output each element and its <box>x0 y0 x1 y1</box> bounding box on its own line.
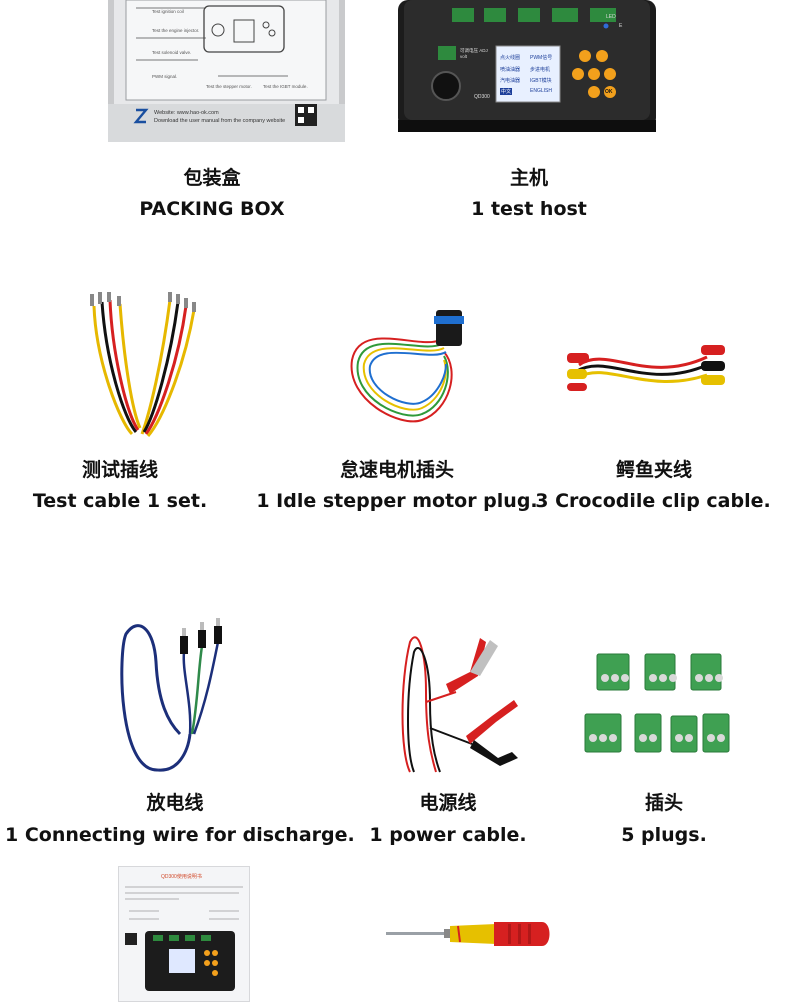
manual-title: QD300使用说明书 <box>161 874 202 880</box>
host-screen-r3c1: 汽电油器 <box>500 78 521 84</box>
caption-en-power-cable: 1 power cable. <box>369 824 527 846</box>
packing-box-image: Test ignition coil Test the engine injec… <box>108 0 345 142</box>
host-knob-label: 可调电压 ADJ volt <box>460 48 488 59</box>
host-screen-r1c2: PWM信号 <box>530 55 553 61</box>
box-line-3: Test solenoid valve. <box>152 50 192 55</box>
host-screen-r4c2: ENGLISH <box>530 88 552 94</box>
idle-stepper-plug-image <box>340 300 480 440</box>
test-cable-image <box>80 292 205 442</box>
caption-zh-idle-stepper-plug: 怠速电机插头 <box>339 459 454 481</box>
host-model-label: QD300 <box>474 94 490 100</box>
crocodile-clip-cable-image <box>567 335 727 405</box>
caption-zh-crocodile-clip: 鳄鱼夹线 <box>615 459 692 481</box>
caption-en-test-host: 1 test host <box>471 198 587 220</box>
caption-en-discharge-wire: 1 Connecting wire for discharge. <box>5 824 355 846</box>
discharge-wire-image <box>118 618 238 778</box>
caption-zh-plugs: 插头 <box>644 792 683 814</box>
power-cable-image <box>400 632 520 778</box>
user-manual-image: QD300使用说明书 <box>118 866 250 1002</box>
box-line-6: Test the IGBT module. <box>263 84 308 89</box>
host-ok-label: OK <box>605 89 613 95</box>
box-website: Website: www.hao-ok.com <box>154 110 219 116</box>
host-led-label: LED <box>606 14 616 20</box>
caption-en-packing-box: PACKING BOX <box>139 198 285 220</box>
caption-zh-discharge-wire: 放电线 <box>146 792 204 814</box>
screwdriver-image <box>386 920 552 948</box>
host-screen-r2c2: 步进电机 <box>530 67 551 73</box>
box-line-4: PWM signal. <box>152 74 178 79</box>
host-e-label: E <box>619 23 623 29</box>
plugs-image <box>584 650 733 758</box>
caption-zh-packing-box: 包装盒 <box>183 167 241 189</box>
caption-en-test-cable: Test cable 1 set. <box>32 490 208 512</box>
caption-zh-test-host: 主机 <box>509 167 548 189</box>
caption-zh-test-cable: 测试插线 <box>81 459 158 481</box>
host-screen-r4c1: 中文 <box>500 88 513 95</box>
host-screen-r2c1: 喷油油器 <box>500 67 521 73</box>
caption-zh-power-cable: 电源线 <box>419 792 477 814</box>
box-line-1: Test ignition coil <box>152 9 184 14</box>
host-screen-r1c1: 点火线圈 <box>500 55 521 61</box>
caption-en-crocodile-clip: 3 Crocodile clip cable. <box>535 490 771 512</box>
box-line-5: Test the stepper motor. <box>206 84 252 89</box>
caption-en-idle-stepper-plug: 1 Idle stepper motor plug. <box>256 490 538 512</box>
test-host-image: 点火线圈 PWM信号 喷油油器 步进电机 汽电油器 IGBT模块 中文 ENGL… <box>398 0 656 132</box>
box-line-2: Test the engine injector. <box>152 28 200 33</box>
box-download: Download the user manual from the compan… <box>154 118 286 124</box>
caption-en-plugs: 5 plugs. <box>621 824 707 846</box>
host-screen-r3c2: IGBT模块 <box>530 78 552 84</box>
